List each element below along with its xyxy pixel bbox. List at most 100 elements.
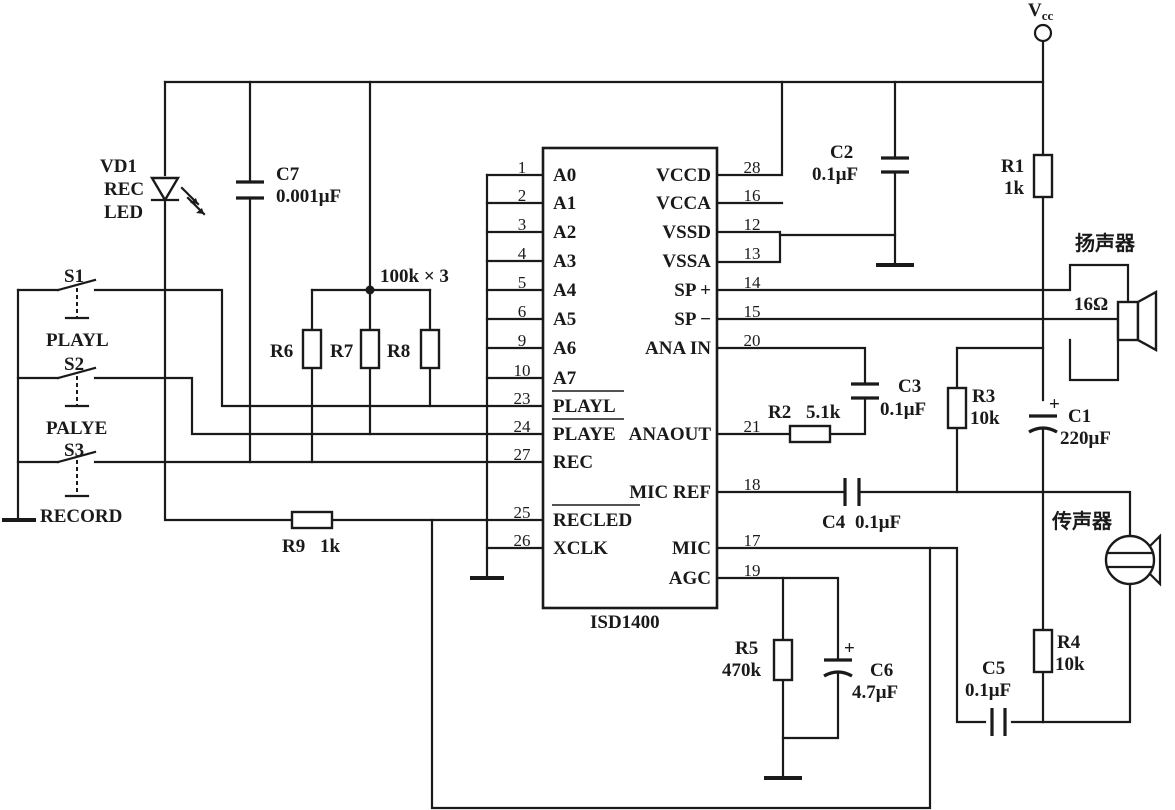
led-ref: VD1 bbox=[100, 156, 137, 177]
pin-number-left: 25 bbox=[514, 503, 531, 522]
r3-ref: R3 bbox=[972, 386, 995, 407]
c3-ref: C3 bbox=[898, 376, 921, 397]
resistor-r7 bbox=[359, 328, 381, 370]
switch-s1: S1 PLAYL bbox=[46, 266, 109, 351]
speaker-icon bbox=[1116, 300, 1140, 342]
pin-number-right: 18 bbox=[744, 475, 761, 494]
r5-ref: R5 bbox=[735, 638, 758, 659]
s1-name: PLAYL bbox=[46, 330, 109, 351]
capacitor-c5: C5 0.1μF bbox=[965, 658, 1011, 736]
pin-name-left: A2 bbox=[553, 222, 576, 243]
c2-value: 0.1μF bbox=[812, 164, 858, 185]
pin-name-left: A1 bbox=[553, 193, 576, 214]
led-diode-icon bbox=[149, 176, 181, 203]
resistor-r4: R4 10k bbox=[1032, 628, 1085, 675]
pin-name-left: PLAYE bbox=[553, 424, 616, 445]
r3-value: 10k bbox=[970, 408, 1000, 429]
pin-name-left: A3 bbox=[553, 251, 576, 272]
microphone: 传声器 bbox=[1051, 509, 1162, 587]
s2-name: PALYE bbox=[46, 418, 107, 439]
c5-ref: C5 bbox=[982, 658, 1005, 679]
pin-number-left: 5 bbox=[518, 273, 527, 292]
resistor-r5: R5 470k bbox=[722, 638, 794, 682]
pin-number-left: 4 bbox=[518, 244, 527, 263]
r6-ref: R6 bbox=[270, 341, 293, 362]
speaker: 扬声器 16Ω bbox=[1074, 231, 1158, 353]
resistor-r1: R1 1k bbox=[1001, 153, 1054, 199]
led-vd1: VD1 REC LED bbox=[100, 156, 206, 223]
pin-name-right: SP + bbox=[674, 280, 711, 301]
capacitor-c7: C7 0.001μF bbox=[236, 164, 341, 207]
pin-name-left: XCLK bbox=[553, 538, 608, 559]
pin-name-right: ANAOUT bbox=[629, 424, 712, 445]
pin-number-left: 1 bbox=[518, 158, 527, 177]
speaker-impedance: 16Ω bbox=[1074, 294, 1108, 315]
resistor-array-note: 100k × 3 bbox=[380, 266, 449, 287]
r9-ref: R9 bbox=[282, 536, 305, 557]
r2-ref: R2 bbox=[768, 402, 791, 423]
vcc-terminal: Vcc bbox=[1028, 0, 1054, 43]
c4-value: 0.1μF bbox=[855, 512, 901, 533]
pin-number-right: 16 bbox=[744, 186, 761, 205]
pin-number-left: 10 bbox=[514, 361, 531, 380]
junction-dots bbox=[365, 285, 375, 295]
pin-number-right: 13 bbox=[744, 244, 761, 263]
pin-name-left: A7 bbox=[553, 368, 577, 389]
capacitor-c4: C4 0.1μF bbox=[822, 478, 901, 533]
pin-name-right: MIC REF bbox=[629, 482, 711, 503]
c6-plus: + bbox=[844, 638, 855, 659]
chip-body bbox=[541, 146, 719, 610]
c7-value: 0.001μF bbox=[276, 186, 341, 207]
r4-value: 10k bbox=[1055, 654, 1085, 675]
pin-number-left: 6 bbox=[518, 302, 527, 321]
s3-ref: S3 bbox=[64, 440, 84, 461]
r5-value: 470k bbox=[722, 660, 762, 681]
led-line3: LED bbox=[104, 202, 143, 223]
pin-name-left: A4 bbox=[553, 280, 577, 301]
pin-number-left: 9 bbox=[518, 331, 527, 350]
r1-value: 1k bbox=[1004, 178, 1025, 199]
pin-name-right: VSSD bbox=[662, 222, 711, 243]
resistor-r9: R9 1k bbox=[282, 510, 341, 557]
microphone-icon bbox=[1104, 534, 1156, 586]
c3-value: 0.1μF bbox=[880, 399, 926, 420]
pin-number-left: 3 bbox=[518, 215, 527, 234]
pin-number-left: 27 bbox=[514, 445, 532, 464]
c1-plus: + bbox=[1049, 394, 1060, 415]
pin-number-right: 28 bbox=[744, 158, 761, 177]
pin-name-left: A5 bbox=[553, 309, 576, 330]
pin-name-left: A6 bbox=[553, 338, 576, 359]
pin-number-left: 2 bbox=[518, 186, 527, 205]
resistor-r3: R3 10k bbox=[946, 386, 1000, 430]
speaker-label: 扬声器 bbox=[1075, 231, 1136, 255]
s1-ref: S1 bbox=[64, 266, 84, 287]
capacitor-c3: C3 0.1μF bbox=[851, 376, 926, 420]
chip-name: ISD1400 bbox=[590, 612, 660, 633]
isd1400-chip: ISD1400 bbox=[541, 146, 719, 633]
switch-s2: S2 PALYE bbox=[46, 354, 107, 439]
c5-value: 0.1μF bbox=[965, 680, 1011, 701]
pin-number-right: 17 bbox=[744, 531, 762, 550]
r2-value: 5.1k bbox=[806, 402, 841, 423]
c1-value: 220μF bbox=[1060, 428, 1111, 449]
pin-number-left: 24 bbox=[514, 417, 532, 436]
pin-name-right: VSSA bbox=[662, 251, 711, 272]
c2-ref: C2 bbox=[830, 142, 853, 163]
capacitor-c2: C2 0.1μF bbox=[812, 142, 909, 185]
capacitor-c1: + C1 220μF bbox=[1028, 394, 1111, 449]
resistor-r2: R2 5.1k bbox=[768, 402, 841, 444]
pin-name-left: RECLED bbox=[553, 510, 632, 531]
ground-symbols bbox=[2, 263, 914, 780]
c4-ref: C4 bbox=[822, 512, 846, 533]
r7-ref: R7 bbox=[330, 341, 354, 362]
resistor-array: R6 R7 R8 100k × 3 bbox=[270, 266, 449, 370]
pin-number-right: 12 bbox=[744, 215, 761, 234]
r4-ref: R4 bbox=[1057, 632, 1081, 653]
pin-name-right: SP − bbox=[674, 309, 711, 330]
resistor-r6 bbox=[301, 328, 323, 370]
c7-ref: C7 bbox=[276, 164, 300, 185]
capacitor-c6: + C6 4.7μF bbox=[823, 638, 898, 703]
c6-value: 4.7μF bbox=[852, 682, 898, 703]
pin-name-right: VCCA bbox=[656, 193, 711, 214]
s2-ref: S2 bbox=[64, 354, 84, 375]
